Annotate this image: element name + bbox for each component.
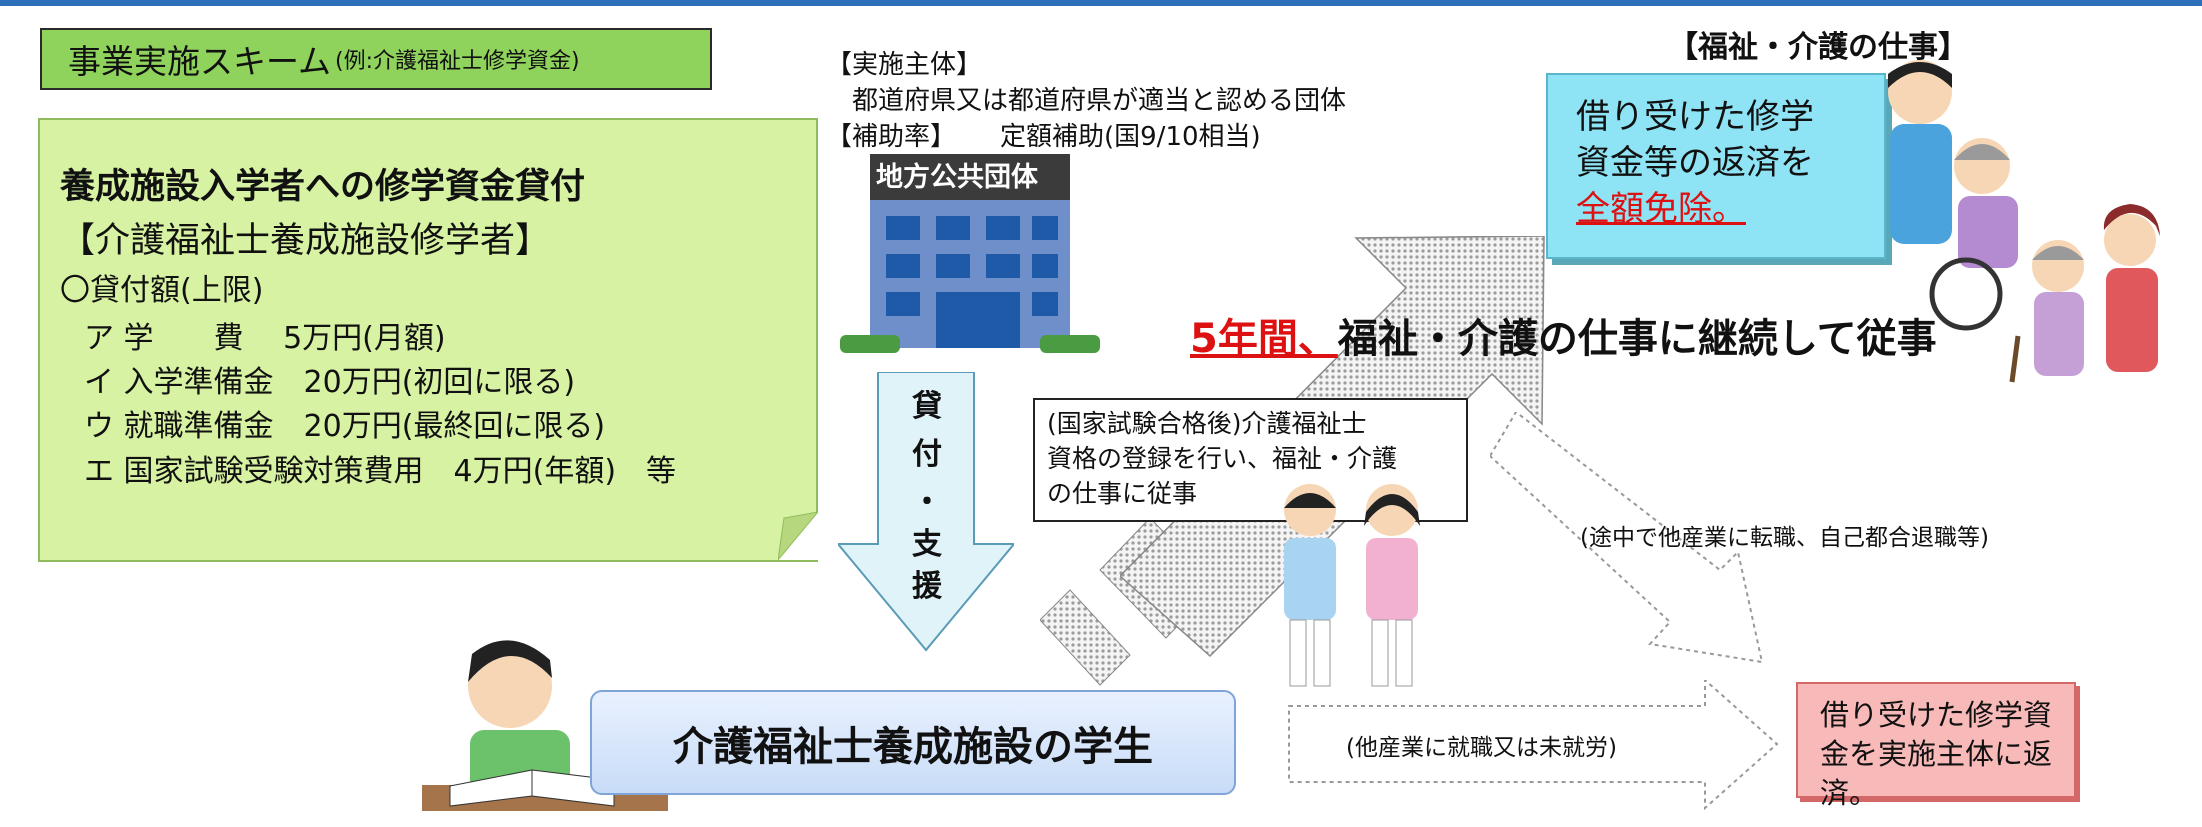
rate-label: 【補助率】 [826, 122, 957, 152]
loan-limit-title: 〇貸付額(上限) [60, 273, 264, 308]
loan-support-char: 付 [912, 437, 942, 472]
rate-text: 定額補助(国9/10相当) [1000, 122, 1261, 152]
midway-dotted-arrow [1490, 412, 1764, 664]
loan-support-char: ・ [912, 485, 942, 520]
caregiver-elderly-icon [1888, 60, 2160, 383]
exempt-line: 借り受けた修学 [1576, 97, 1814, 137]
loan-target: 【介護福祉士養成施設修学者】 [60, 221, 551, 261]
five-years-highlight: 5年間、 [1190, 316, 1338, 362]
office-building-icon [840, 154, 1100, 353]
government-building-label: 地方公共団体 [876, 162, 1038, 193]
loan-item: ア 学 費 5万円(月額) [84, 321, 446, 356]
five-years-rest: 福祉・介護の仕事に継続して従事 [1337, 316, 1937, 362]
scheme-title: 事業実施スキーム [68, 42, 332, 81]
exempt-line: 資金等の返済を [1576, 142, 1814, 183]
welfare-job-title: 【福祉・介護の仕事】 [1668, 30, 1968, 65]
exempt-highlight: 全額免除。 [1576, 188, 1746, 229]
scheme-title-box: 事業実施スキーム (例:介護福祉士修学資金) [40, 28, 712, 90]
care-workers-icon [1284, 484, 1420, 687]
note-fold [778, 512, 818, 560]
loan-item: イ 入学準備金 20万円(初回に限る) [84, 365, 576, 400]
implementer-label: 【実施主体】 [826, 50, 983, 80]
loan-item: ウ 就職準備金 20万円(最終回に限る) [84, 409, 606, 444]
loan-support-char: 援 [912, 569, 942, 604]
loan-item: エ 国家試験受験対策費用 4万円(年額) 等 [84, 454, 677, 489]
repay-box: 借り受けた修学資金を実施主体に返済。 [1796, 682, 2076, 810]
loan-support-char: 貸 [912, 389, 942, 424]
other-industry-dotted-arrow [1288, 680, 1779, 810]
loan-support-char: 支 [912, 527, 942, 562]
loan-note: 養成施設入学者への修学資金貸付 【介護福祉士養成施設修学者】 〇貸付額(上限) … [38, 118, 818, 562]
scheme-subtitle: (例:介護福祉士修学資金) [335, 49, 580, 74]
top-border [0, 0, 2202, 6]
student-studying-icon [422, 640, 668, 811]
loan-heading: 養成施設入学者への修学資金貸付 [60, 167, 586, 207]
loan-support-arrow [838, 372, 1014, 652]
other-industry-text: (他産業に就職又は未就労) [1346, 735, 1617, 761]
five-years-statement: 5年間、福祉・介護の仕事に継続して従事 [1190, 306, 1937, 364]
exempt-box: 借り受けた修学 資金等の返済を 全額免除。 [1546, 73, 1886, 259]
student-box: 介護福祉士養成施設の学生 [590, 690, 1236, 795]
midway-text: (途中で他産業に転職、自己都合退職等) [1580, 525, 1989, 551]
implementer-text: 都道府県又は都道府県が適当と認める団体 [852, 86, 1347, 116]
